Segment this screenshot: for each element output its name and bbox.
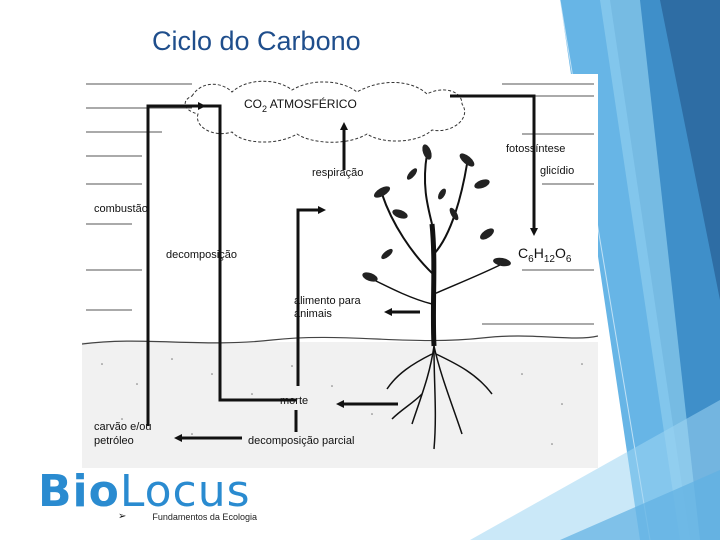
label-food-line2: animais — [294, 308, 332, 320]
deco-bottom-wedge-dark — [560, 470, 720, 540]
deco-dark-panel — [660, 0, 720, 300]
cycle-arrows — [146, 94, 538, 442]
plant-leaves — [362, 144, 511, 282]
label-partial-decomposition: decomposição parcial — [248, 435, 354, 447]
arrow-combustion — [146, 102, 206, 426]
plant-stem — [371, 153, 503, 347]
logo-bio: Bio — [38, 466, 120, 517]
cloud-shape — [184, 80, 465, 143]
arrow-photosynthesis — [450, 94, 538, 236]
label-glucose-formula: C6H12O6 — [518, 245, 572, 265]
label-food-line1: alimento para — [294, 295, 362, 307]
carbon-cycle-diagram: CO2 ATMOSFÉRICO respiração fotossíntese … — [82, 74, 598, 468]
label-co2: CO2 ATMOSFÉRICO — [244, 96, 357, 114]
label-death: morte — [280, 395, 308, 407]
biolocus-logo: BioLocus — [38, 470, 251, 514]
logo-locus: Locus — [119, 466, 251, 517]
plant-roots — [386, 345, 493, 450]
label-photosynthesis: fotossíntese — [506, 143, 565, 155]
label-coal-line1: carvão e/ou — [94, 421, 151, 433]
label-combustion: combustão — [94, 203, 148, 215]
label-coal-line2: petróleo — [94, 435, 134, 447]
footer-text: Fundamentos da Ecologia — [152, 511, 257, 522]
label-decomposition: decomposição — [166, 249, 237, 261]
arrow-respiration-up — [296, 206, 326, 386]
label-glucid: glicídio — [540, 165, 574, 177]
arrow-bullet-icon: ➢ — [118, 511, 127, 522]
ground-line — [82, 335, 598, 345]
sky-lines — [86, 83, 594, 325]
label-respiration: respiração — [312, 167, 363, 179]
slide-title: Ciclo do Carbono — [152, 26, 361, 56]
arrow-decomposition — [202, 104, 296, 402]
deco-streak — [600, 0, 700, 540]
footer: ➢ Fundamentos da Ecologia — [118, 511, 257, 522]
soil-dots — [101, 358, 583, 445]
